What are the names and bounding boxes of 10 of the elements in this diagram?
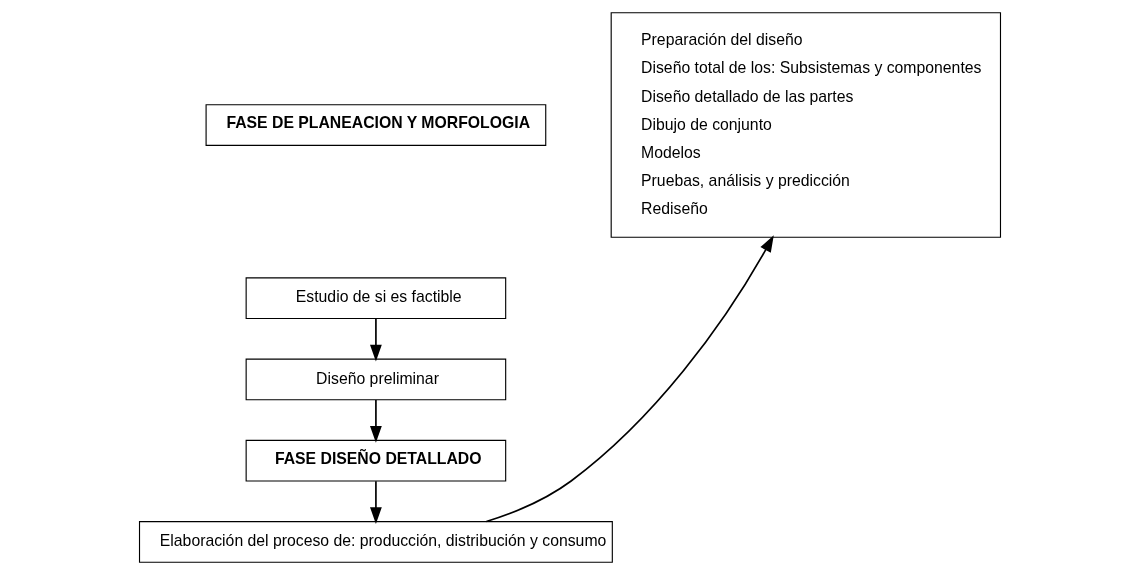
node-box: Preparación del diseño Diseño total de los: Subsistemas y componentes Diseño detallado de las partes Dibujo de conjunto Modelos Pruebas, análisis y predicción Rediseño — [610, 12, 1001, 238]
node-box: Elaboración del proceso de: producción, distribución y consumo — [138, 521, 613, 563]
arrow — [369, 480, 382, 525]
node-box: FASE DISEÑO DETALLADO — [245, 439, 506, 482]
arrow — [369, 399, 382, 443]
arrow — [485, 235, 774, 523]
arrow — [369, 318, 382, 362]
node-box: FASE DE PLANEACION Y MORFOLOGIA — [205, 104, 546, 146]
node-box: Estudio de si es factible — [245, 277, 506, 320]
node-box: Diseño preliminar — [245, 358, 506, 401]
